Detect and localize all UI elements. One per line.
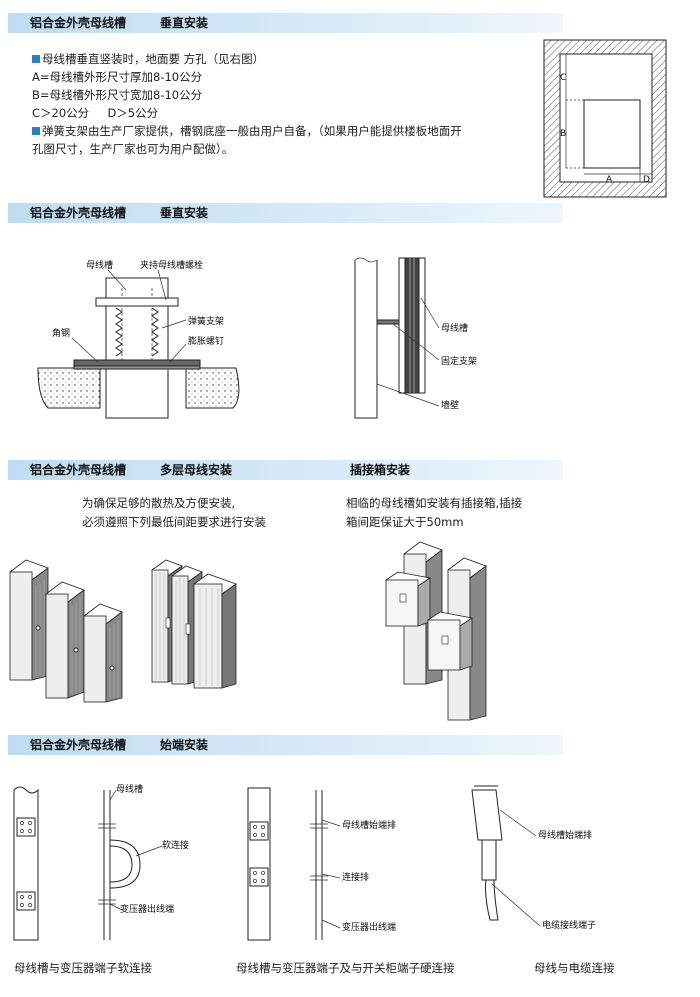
multilayer-busway-diagram-b: [151, 559, 237, 689]
floor-hole-diagram: C B A D: [543, 39, 667, 198]
floor-hole-label-d: D: [643, 175, 650, 185]
section-subtitle: 垂直安装: [160, 206, 209, 220]
section-title: 铝合金外壳母线槽: [30, 206, 127, 220]
floor-hole-label-b: B: [560, 129, 566, 139]
caption-hard-connection: 母线槽与变压器端子及与开关柜端子硬连接: [236, 961, 455, 975]
label-start-bar-2: 母线槽始端排: [342, 819, 396, 831]
plug-in-box-diagram: [384, 541, 487, 721]
intro-line-1: 母线槽垂直竖装时，地面要 方孔（见右图）: [32, 50, 264, 68]
intro-line-5: 弹簧支架由生产厂家提供，槽钢底座一般由用户自备，（如果用户能提供楼板地面开: [32, 122, 462, 140]
label-transformer-1: 变压器出线端: [120, 903, 174, 915]
plug-box-note-1: 相临的母线槽如安装有插接箱,插接: [346, 496, 523, 510]
label-soft-connection: 软连接: [162, 839, 189, 851]
caption-soft-connection: 母线槽与变压器端子软连接: [14, 961, 152, 975]
plug-box-note-2: 箱间距保证大于50mm: [346, 515, 464, 529]
label-fixed-bracket: 固定支架: [441, 355, 477, 367]
intro-line-6: 孔图尺寸，生产厂家也可为用户配做）。: [32, 142, 234, 156]
bullet-square-icon: [32, 127, 40, 135]
wall-mount-side-view: 母线槽 固定支架 墙壁: [354, 257, 477, 419]
section-title: 铝合金外壳母线槽: [30, 16, 127, 30]
section-subtitle: 垂直安装: [160, 16, 209, 30]
label-expansion-bolt: 膨胀螺钉: [188, 335, 224, 347]
label-angle-steel: 角钢: [52, 327, 70, 339]
section-title: 铝合金外壳母线槽: [30, 463, 127, 477]
bullet-square-icon: [32, 55, 40, 63]
label-connect-bar: 连接排: [342, 871, 369, 883]
label-wall: 墙壁: [441, 399, 459, 411]
section-header-4: 铝合金外壳母线槽 始端安装: [8, 735, 563, 755]
soft-connection-diagram: 母线槽 软连接 变压器出线端: [13, 783, 189, 941]
floor-hole-label-a: A: [606, 175, 613, 185]
section-title: 铝合金外壳母线槽: [30, 738, 127, 752]
multilayer-note-1: 为确保足够的散热及方便安装,: [82, 496, 236, 510]
intro-line-3: B=母线槽外形尺寸宽加8-10公分: [32, 88, 203, 102]
section-subtitle: 始端安装: [160, 738, 209, 752]
label-side-busway: 母线槽: [441, 322, 468, 334]
section-extra-title: 插接箱安装: [350, 463, 411, 477]
multilayer-note-2: 必须遵照下列最低间距要求进行安装: [82, 515, 266, 529]
multilayer-busway-diagram-a: [9, 559, 123, 703]
section-subtitle: 多层母线安装: [160, 463, 233, 477]
caption-cable-connection: 母线与电缆连接: [534, 961, 615, 975]
hard-connection-diagram: 母线槽始端排 连接排 变压器出线端: [247, 787, 396, 941]
floor-hole-label-c: C: [560, 73, 566, 83]
label-clamp-bolt: 夹持母线槽螺栓: [140, 259, 203, 271]
label-busway: 母线槽: [86, 259, 113, 271]
section-header-2: 铝合金外壳母线槽 垂直安装: [8, 203, 563, 223]
label-transformer-2: 变压器出线端: [342, 921, 396, 933]
vertical-install-diagram: 母线槽 夹持母线槽螺栓 角钢 弹簧支架 膨胀螺钉: [37, 259, 240, 419]
section-header-3: 铝合金外壳母线槽 多层母线安装 插接箱安装: [8, 460, 563, 480]
label-cable-terminal: 电缆接线端子: [542, 919, 596, 931]
intro-line-2: A=母线槽外形尺寸厚加8-10公分: [32, 70, 203, 84]
intro-line-4: C＞20公分 D＞5公分: [32, 106, 159, 120]
label-spring-bracket: 弹簧支架: [188, 315, 224, 327]
label-start-bar-3: 母线槽始端排: [538, 829, 592, 841]
cable-connection-diagram: 母线槽始端排 电缆接线端子: [471, 785, 596, 931]
section-header-1: 铝合金外壳母线槽 垂直安装: [8, 13, 563, 33]
label-busway-1: 母线槽: [116, 783, 143, 795]
